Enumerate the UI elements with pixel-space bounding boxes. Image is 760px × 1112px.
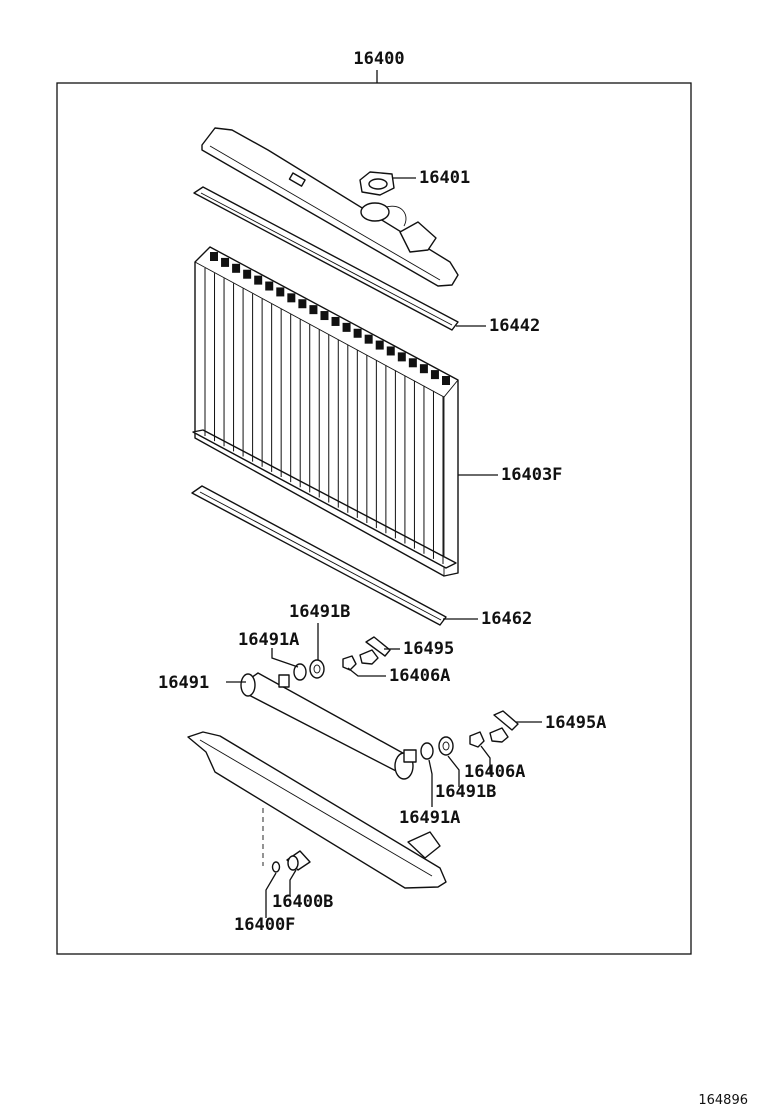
core-header-tooth xyxy=(221,257,230,267)
washer-16491B-bottom xyxy=(438,736,454,756)
core-header-tooth xyxy=(364,334,373,344)
label-16406A-top: 16406A xyxy=(389,666,450,686)
nut-16406A-top xyxy=(342,655,357,671)
core-header-tooth xyxy=(442,376,450,385)
oring-16491A-top xyxy=(293,663,307,681)
label-16400B: 16400B xyxy=(272,892,333,912)
filler-cap xyxy=(359,171,395,196)
washer-16491B-top xyxy=(309,659,325,679)
drain-cock xyxy=(286,850,311,871)
label-16400F: 16400F xyxy=(234,915,295,935)
oring-16491A-bottom xyxy=(420,742,434,760)
label-16491B-bottom: 16491B xyxy=(435,782,496,802)
core-header-tooth xyxy=(287,293,296,303)
nut-16406A-bottom xyxy=(469,731,485,748)
core-header-tooth xyxy=(232,263,241,273)
core-header-tooth xyxy=(342,322,351,332)
leader-lines xyxy=(226,177,542,918)
figure-reference: 164896 xyxy=(698,1093,748,1108)
core-header-tooth xyxy=(397,352,406,362)
core-header-tooth xyxy=(265,281,274,291)
core-header-tooth xyxy=(309,305,318,315)
core-header-tooth xyxy=(276,287,285,297)
label-16491: 16491 xyxy=(158,673,209,693)
core-header-tooth xyxy=(331,316,340,326)
core-header-tooth xyxy=(243,269,252,279)
assembly-label: 16400 xyxy=(353,49,404,69)
label-16491A-top: 16491A xyxy=(238,630,299,650)
label-16491B-top: 16491B xyxy=(289,602,350,622)
core-header-tooth xyxy=(419,364,428,374)
upper-tank xyxy=(201,127,459,287)
core-header-tooth xyxy=(210,252,218,261)
drain-oring xyxy=(271,861,281,873)
core-header-tooth xyxy=(408,358,417,368)
label-16495A: 16495A xyxy=(545,713,606,733)
connector-16495A xyxy=(489,710,519,743)
label-16491A-bottom: 16491A xyxy=(399,808,460,828)
core-header-tooth xyxy=(375,340,384,350)
label-16401: 16401 xyxy=(419,168,470,188)
label-16442: 16442 xyxy=(489,316,540,336)
label-16495: 16495 xyxy=(403,639,454,659)
label-16406A-bottom: 16406A xyxy=(464,762,525,782)
core-header-tooth xyxy=(386,346,395,356)
connector-16495 xyxy=(359,636,391,665)
oil-cooler-tube xyxy=(240,672,417,780)
label-16462: 16462 xyxy=(481,609,532,629)
lower-tank xyxy=(187,731,447,889)
core-header-tooth xyxy=(254,275,263,285)
core-header-tooth xyxy=(320,311,329,321)
assembly-frame xyxy=(56,82,692,955)
radiator-core xyxy=(192,246,459,577)
label-16403F: 16403F xyxy=(501,465,562,485)
core-header-tooth xyxy=(430,370,439,380)
core-header-tooth xyxy=(353,328,362,338)
core-header-tooth xyxy=(298,299,307,309)
